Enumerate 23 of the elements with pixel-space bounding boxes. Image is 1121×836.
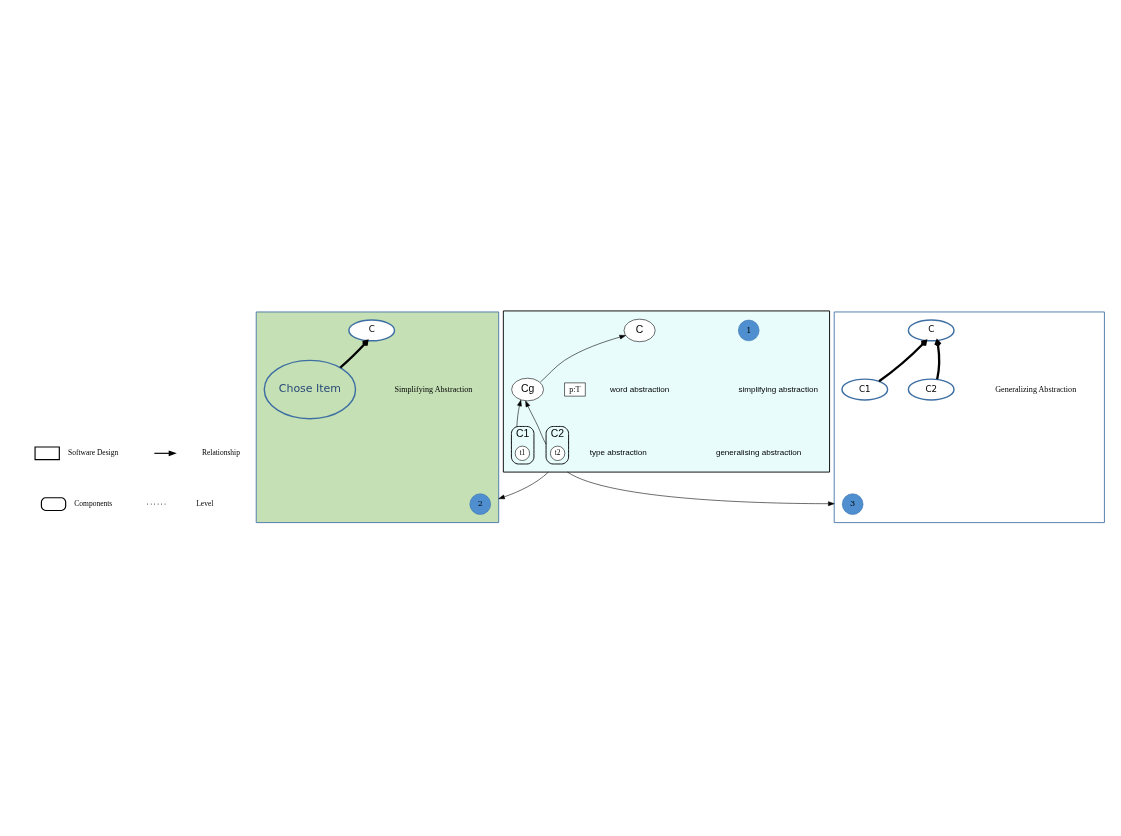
node-circle: 1 xyxy=(738,319,760,341)
node-ellipse: Cg xyxy=(511,377,544,401)
label: Generalizing Abstraction xyxy=(995,384,1077,394)
arrow xyxy=(934,338,942,380)
node-ellipse: C2 xyxy=(907,377,955,401)
arrow xyxy=(339,339,369,368)
arrow xyxy=(878,339,928,382)
arrow xyxy=(540,334,626,382)
arrow xyxy=(567,471,835,506)
node-box: p:T xyxy=(564,382,586,396)
node-ellipse: Chose Item xyxy=(263,359,357,419)
label: Simplifying Abstraction xyxy=(394,384,473,394)
node-ellipse: C xyxy=(348,318,396,342)
cluster xyxy=(833,311,1105,523)
node-ellipse: C xyxy=(907,318,955,342)
arrow xyxy=(516,399,522,427)
arrow xyxy=(498,471,549,499)
node-ellipse: C xyxy=(623,318,656,342)
node-ellipse: C1 xyxy=(841,377,889,401)
node-circle: 2 xyxy=(469,492,491,515)
cluster xyxy=(255,311,500,523)
node-circle: 3 xyxy=(842,492,864,515)
cluster xyxy=(502,309,831,473)
